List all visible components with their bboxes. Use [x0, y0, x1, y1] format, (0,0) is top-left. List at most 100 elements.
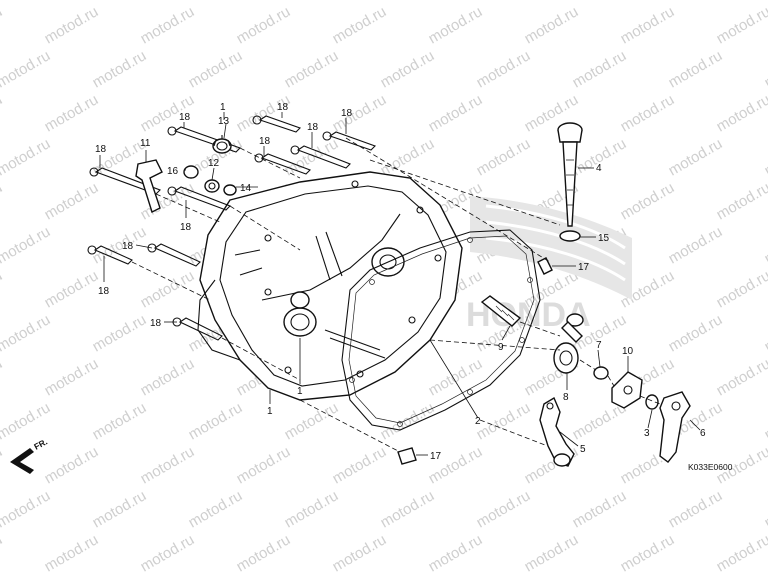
watermark-text: motod.ru	[666, 0, 726, 3]
oring-part-14	[223, 184, 237, 196]
watermark-text: motod.ru	[762, 223, 768, 267]
watermark-text: motod.ru	[0, 47, 53, 91]
watermark-text: motod.ru	[282, 47, 342, 91]
part-label: 18	[122, 241, 134, 252]
watermark-text: motod.ru	[762, 487, 768, 531]
watermark-text: motod.ru	[378, 0, 438, 3]
watermark-text: motod.ru	[570, 0, 630, 3]
left-small-parts	[135, 135, 237, 213]
watermark-text: motod.ru	[0, 179, 5, 223]
watermark-text: motod.ru	[234, 91, 294, 135]
watermark-text: motod.ru	[138, 267, 198, 311]
watermark-text: motod.ru	[762, 135, 768, 179]
diagram-code: K033E0600	[688, 462, 733, 472]
watermark-text: motod.ru	[618, 3, 678, 47]
watermark-text: motod.ru	[330, 443, 390, 487]
watermark-text: motod.ru	[714, 355, 768, 399]
watermark-text: motod.ru	[90, 311, 150, 355]
part-label: 18	[277, 102, 289, 113]
watermark-text: motod.ru	[234, 443, 294, 487]
watermark-text: motod.ru	[234, 531, 294, 575]
part-label: 5	[580, 444, 586, 455]
part-label: 11	[140, 138, 151, 149]
watermark-text: motod.ru	[426, 531, 486, 575]
watermark-text: motod.ru	[426, 91, 486, 135]
watermark-text: motod.ru	[0, 311, 53, 355]
part-label: 17	[578, 262, 590, 273]
part-label: 18	[180, 222, 192, 233]
watermark-text: motod.ru	[762, 311, 768, 355]
watermark-text: motod.ru	[714, 179, 768, 223]
watermark-text: motod.ru	[186, 0, 246, 3]
bracket-part-11	[135, 159, 163, 213]
part-label: 15	[598, 233, 610, 244]
crankcase-cover-part	[197, 171, 463, 401]
part-label: 1	[220, 102, 226, 113]
part-label: 14	[240, 183, 252, 194]
watermark-text: motod.ru	[0, 135, 53, 179]
watermark-text: motod.ru	[474, 135, 534, 179]
watermark-text: motod.ru	[522, 3, 582, 47]
watermark-text: motod.ru	[42, 267, 102, 311]
watermark-text: motod.ru	[666, 135, 726, 179]
part-label: 9	[498, 342, 504, 353]
watermark-text: motod.ru	[0, 267, 5, 311]
part-label: 8	[563, 392, 569, 403]
part-label: 16	[167, 166, 179, 177]
dowel-pin-part-17	[397, 257, 553, 465]
lever-part-5	[539, 396, 575, 467]
watermark-text: motod.ru	[666, 223, 726, 267]
watermark-text: motod.ru	[42, 531, 102, 575]
watermark-text: motod.ru	[378, 135, 438, 179]
watermark-text: motod.ru	[714, 3, 768, 47]
part-label: 18	[98, 286, 110, 297]
part-label: 18	[341, 108, 353, 119]
part-label: 18	[259, 136, 271, 147]
part-label: 3	[644, 428, 650, 439]
washer-part-12	[204, 179, 220, 193]
watermark-text: motod.ru	[666, 311, 726, 355]
part-label: 12	[208, 158, 220, 169]
watermark-text: motod.ru	[138, 3, 198, 47]
watermark-text: motod.ru	[474, 487, 534, 531]
part-label: 1	[297, 386, 303, 397]
watermark-text: motod.ru	[42, 91, 102, 135]
watermark-text: motod.ru	[282, 487, 342, 531]
part-label: 7	[596, 340, 602, 351]
watermark-text: motod.ru	[90, 487, 150, 531]
watermark-text: motod.ru	[714, 531, 768, 575]
part-label: 18	[95, 144, 107, 155]
watermark-text: motod.ru	[90, 0, 150, 3]
watermark-text: motod.ru	[762, 47, 768, 91]
oil-filler-cap-part-4	[557, 122, 583, 242]
watermark-text: motod.ru	[282, 0, 342, 3]
watermark-text: motod.ru	[426, 3, 486, 47]
watermark-text: motod.ru	[90, 47, 150, 91]
watermark-text: motod.ru	[378, 47, 438, 91]
part-label: 6	[700, 428, 706, 439]
watermark-text: motod.ru	[186, 399, 246, 443]
watermark-text: motod.ru	[138, 355, 198, 399]
plate-part-10	[611, 371, 643, 409]
watermark-text: motod.ru	[0, 3, 5, 47]
watermark-text: motod.ru	[426, 443, 486, 487]
watermark-text: motod.ru	[474, 0, 534, 3]
watermark-text: motod.ru	[0, 443, 5, 487]
watermark-text: motod.ru	[186, 47, 246, 91]
watermark-text: motod.ru	[138, 443, 198, 487]
leader-lines	[99, 112, 701, 456]
part-number-labels: 18 18 18 18 18 18 18 18 18 18 11 1 1 3 12…	[95, 102, 706, 462]
watermark-text: motod.ru	[330, 3, 390, 47]
watermark-text: motod.ru	[42, 355, 102, 399]
bush-part-7	[593, 366, 609, 380]
part-label: 18	[307, 122, 319, 133]
watermark-text: motod.ru	[42, 3, 102, 47]
watermark-text: motod.ru	[330, 91, 390, 135]
front-direction-indicator: FR.	[10, 437, 49, 474]
part-label: 18	[150, 318, 162, 329]
front-label: FR.	[32, 437, 49, 452]
part-label: 2	[475, 416, 481, 427]
part-label: 18	[179, 112, 191, 123]
watermark-text: motod.ru	[0, 531, 5, 575]
watermark-text: motod.ru	[90, 399, 150, 443]
